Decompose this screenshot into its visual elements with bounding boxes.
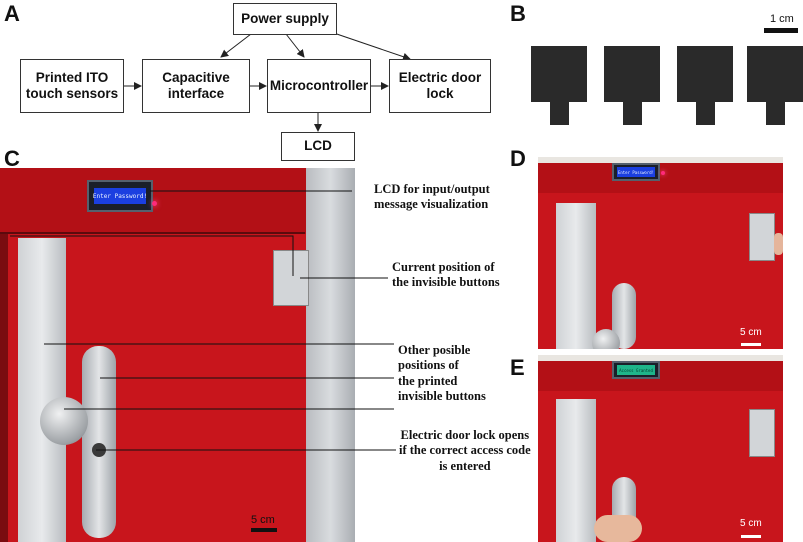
door-photo-c: [0, 168, 355, 542]
ito-sensor-tab-4: [766, 100, 785, 125]
annotation-electric-lock: Electric door lock opens if the correct …: [399, 428, 531, 474]
ito-sensor-pad-3: [677, 46, 733, 102]
panel-label-a: A: [4, 1, 20, 26]
annotation-lcd: LCD for input/output message visualizati…: [374, 182, 490, 213]
annotation-other-line3: the printed: [398, 373, 458, 388]
sensors-label-line2: touch sensors: [25, 86, 119, 101]
door-photo-e: [538, 355, 783, 542]
lock-label-line2: lock: [426, 86, 454, 101]
lcd-screen-d: Enter Password!: [617, 167, 655, 177]
scale-bar-5cm-c: [251, 528, 277, 532]
panel-label-b: B: [510, 1, 526, 26]
ito-sensor-tab-1: [550, 100, 569, 125]
ito-sensor-pad-4: [747, 46, 803, 102]
ito-sensor-pad-2: [604, 46, 660, 102]
scale-bar-5cm-e: [741, 535, 761, 538]
scale-bar-5cm-d: [741, 343, 761, 346]
keyhole: [92, 443, 106, 457]
annotation-lcd-line2: message visualization: [374, 197, 489, 212]
power-supply-label: Power supply: [241, 10, 329, 26]
annotation-lock-line2: if the correct access code: [399, 443, 531, 458]
power-supply-block: Power supply: [233, 3, 337, 35]
scale-bar-5cm-c-label: 5 cm: [251, 514, 275, 526]
annotation-other-line4: invisible buttons: [398, 388, 486, 403]
wall-top-d: [538, 157, 783, 163]
annotation-other-positions: Other posible positions of the printed i…: [398, 343, 486, 404]
lcd-screen-c: Enter Password!: [93, 188, 147, 204]
metal-strip-e: [556, 399, 596, 542]
frame-top-e: [538, 355, 783, 391]
metal-strip-d: [556, 203, 596, 349]
annotation-other-line1: Other posible: [398, 343, 471, 357]
lock-label-line1: Electric door: [398, 69, 482, 85]
annotation-current-line1: Current position of: [392, 260, 495, 274]
scale-bar-1cm-label: 1 cm: [770, 13, 794, 25]
microcontroller-block: Microcontroller: [267, 59, 371, 113]
panel-label-e: E: [510, 355, 525, 380]
door-photo-d: [538, 157, 783, 349]
capacitive-label-line2: interface: [167, 86, 225, 101]
finger-d: [774, 233, 783, 255]
electric-lock-block: Electric door lock: [389, 59, 491, 113]
capacitive-interface-block: Capacitive interface: [142, 59, 250, 113]
annotation-current-line2: the invisible buttons: [392, 275, 500, 290]
scale-bar-1cm: [764, 28, 798, 33]
frame-top-d: [538, 157, 783, 193]
door-knob-d: [592, 329, 620, 349]
lcd-screen-e: Access Granted: [617, 365, 655, 375]
annotation-lcd-line1: LCD for input/output: [374, 182, 490, 196]
frame-gap: [0, 232, 305, 234]
annotation-lock-line1: Electric door lock opens: [400, 428, 530, 442]
lcd-label: LCD: [304, 138, 332, 154]
ito-sensor-pad-1: [531, 46, 587, 102]
metal-jamb: [306, 168, 355, 542]
ito-sensor-tab-3: [696, 100, 715, 125]
lcd-module-e: Access Granted: [612, 361, 660, 379]
door-knob: [40, 397, 88, 445]
sensors-block: Printed ITO touch sensors: [20, 59, 124, 113]
capacitive-label-line1: Capacitive: [162, 69, 230, 85]
annotation-other-line2: positions of: [398, 358, 459, 373]
door-frame-top: [0, 168, 355, 234]
scale-bar-5cm-d-label: 5 cm: [740, 327, 762, 338]
lock-plate: [82, 346, 116, 538]
annotation-current-position: Current position of the invisible button…: [392, 260, 500, 291]
lcd-module-d: Enter Password!: [612, 163, 660, 181]
hinge-e: [749, 409, 775, 457]
lcd-led-c: [152, 201, 157, 206]
hand-e: [594, 515, 642, 542]
panel-label-d: D: [510, 146, 526, 171]
hinge: [273, 250, 309, 306]
microcontroller-label: Microcontroller: [269, 77, 369, 93]
wall-top-e: [538, 355, 783, 361]
metal-strip: [18, 238, 66, 542]
lcd-led-d: [661, 171, 665, 175]
ito-sensor-tab-2: [623, 100, 642, 125]
hinge-d: [749, 213, 775, 261]
scale-bar-5cm-e-label: 5 cm: [740, 518, 762, 529]
sensors-label-line1: Printed ITO: [35, 69, 109, 85]
lcd-block: LCD: [281, 132, 355, 161]
door-left-edge: [0, 234, 8, 542]
annotation-lock-line3: is entered: [439, 458, 491, 473]
lcd-module-c: Enter Password!: [87, 180, 153, 212]
panel-label-c: C: [4, 146, 20, 171]
